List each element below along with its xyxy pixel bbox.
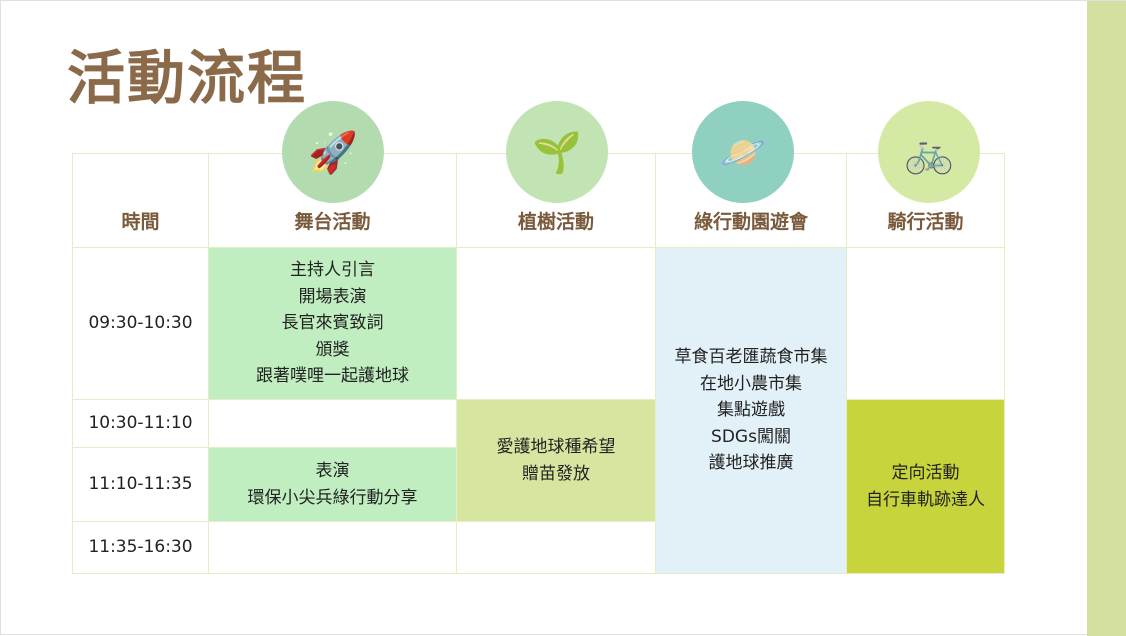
stage-block-opening: 主持人引言 開場表演 長官來賓致詞 頒獎 跟著噗哩一起護地球 xyxy=(208,247,457,400)
green-fair-block: 草食百老匯蔬食市集 在地小農市集 集點遊戲 SDGs闖關 護地球推廣 xyxy=(655,247,847,574)
bicycle-icon: 🚲 xyxy=(878,101,980,203)
time-cell: 09:30-10:30 xyxy=(72,247,209,400)
empty-cell xyxy=(456,247,656,400)
tree-block: 愛護地球種希望 贈苗發放 xyxy=(456,399,656,522)
empty-cell xyxy=(456,521,656,574)
time-cell: 10:30-11:10 xyxy=(72,399,209,448)
stage-block-performance: 表演 環保小尖兵綠行動分享 xyxy=(208,447,457,522)
bike-block: 定向活動 自行車軌跡達人 xyxy=(846,399,1005,574)
planet-icon: 🪐 xyxy=(692,101,794,203)
rocket-icon: 🚀 xyxy=(282,101,384,203)
page-title: 活動流程 xyxy=(67,44,308,112)
header-time: 時間 xyxy=(72,153,209,248)
empty-cell xyxy=(208,399,457,448)
time-cell: 11:35-16:30 xyxy=(72,521,209,574)
side-accent-bar xyxy=(1087,1,1126,636)
empty-cell xyxy=(208,521,457,574)
empty-cell xyxy=(846,247,1005,400)
plant-pot-icon: 🌱 xyxy=(506,101,608,203)
time-cell: 11:10-11:35 xyxy=(72,447,209,522)
